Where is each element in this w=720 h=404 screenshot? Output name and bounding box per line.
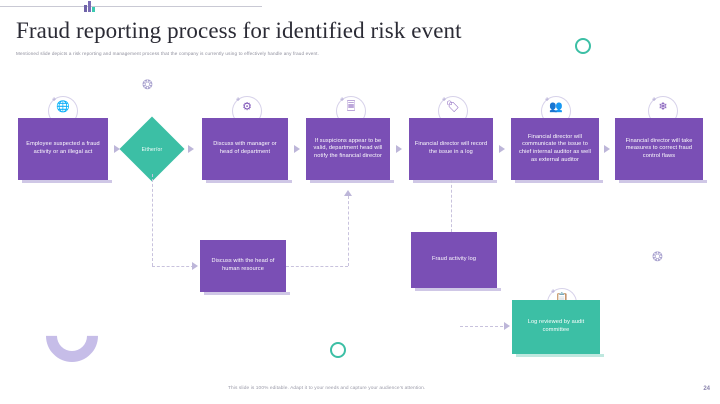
step-5-ornament: ✚ 👥 [541, 96, 571, 126]
flow-branch-shadow-hr [204, 292, 290, 295]
logo-bars-icon [84, 1, 98, 12]
step-2-ornament: ✚ ⚙ [232, 96, 262, 126]
step-4-ornament: ✚ 🏷 [438, 96, 468, 126]
branch-line-up [348, 196, 349, 266]
gear-icon: ❄ [658, 101, 668, 113]
branch-arrow-hr [192, 262, 198, 270]
flow-step-shadow-6 [619, 180, 707, 183]
flow-step-shadow-3 [310, 180, 394, 183]
flow-step-box-6[interactable]: Financial director will take measures to… [615, 118, 703, 180]
documents-icon: 🗏 [346, 101, 356, 113]
connector-arrow-2 [188, 145, 194, 153]
flow-step-shadow-1 [22, 180, 112, 183]
review-line [460, 326, 508, 327]
branch-arrow-return [344, 190, 352, 196]
step-3-ornament: ✚ 🗏 [336, 96, 366, 126]
branch-line-down [152, 174, 153, 266]
page-title: Fraud reporting process for identified r… [16, 18, 462, 43]
circle-decoration-icon [330, 342, 346, 358]
flow-step-box-1[interactable]: Employee suspected a fraud activity or a… [18, 118, 108, 180]
tag-icon: 🏷 [446, 101, 460, 113]
flow-log-box[interactable]: Fraud activity log [411, 232, 497, 288]
branch-line-right [152, 266, 194, 267]
branch-line-return [286, 266, 348, 267]
flow-review-box[interactable]: Log reviewed by audit committee [512, 300, 600, 354]
editable-note: This slide is 100% editable. Adapt it to… [228, 386, 426, 391]
connector-arrow-3 [294, 145, 300, 153]
header-rule [0, 6, 262, 7]
log-line-down [451, 180, 452, 232]
flow-step-shadow-2 [206, 180, 292, 183]
page-number: 24 [703, 386, 710, 392]
connector-arrow-4 [396, 145, 402, 153]
connector-arrow-5 [499, 145, 505, 153]
globe-magnifier-icon: 🌐 [56, 101, 70, 113]
flow-step-shadow-5 [515, 180, 603, 183]
flow-step-shadow-4 [413, 180, 497, 183]
flow-step-box-5[interactable]: Financial director will communicate the … [511, 118, 599, 180]
two-people-icon: 👥 [549, 101, 563, 113]
gear-person-icon: ⚙ [242, 101, 252, 113]
flow-step-box-4[interactable]: Financial director will record the issue… [409, 118, 493, 180]
flow-branch-box-hr[interactable]: Discuss with the head of human resource [200, 240, 286, 292]
flow-log-shadow [415, 288, 501, 291]
step-6-ornament: ✚ ❄ [648, 96, 678, 126]
flower-decoration-icon: ❂ [142, 77, 153, 92]
circle-decoration-icon [575, 38, 591, 54]
review-arrow [504, 322, 510, 330]
flow-step-box-3[interactable]: If suspicions appear to be valid, depart… [306, 118, 390, 180]
decision-diamond-label: Either/or [141, 147, 163, 153]
connector-arrow-6 [604, 145, 610, 153]
step-1-ornament: ✚ 🌐 [48, 96, 78, 126]
connector-arrow-1 [114, 145, 120, 153]
flow-step-box-2[interactable]: Discuss with manager or head of departme… [202, 118, 288, 180]
page-subtitle: Mentioned slide depicts a risk reporting… [16, 51, 320, 56]
flow-review-shadow [516, 354, 604, 357]
arc-decoration-icon [35, 299, 109, 373]
flower-decoration-icon: ❂ [652, 249, 663, 264]
